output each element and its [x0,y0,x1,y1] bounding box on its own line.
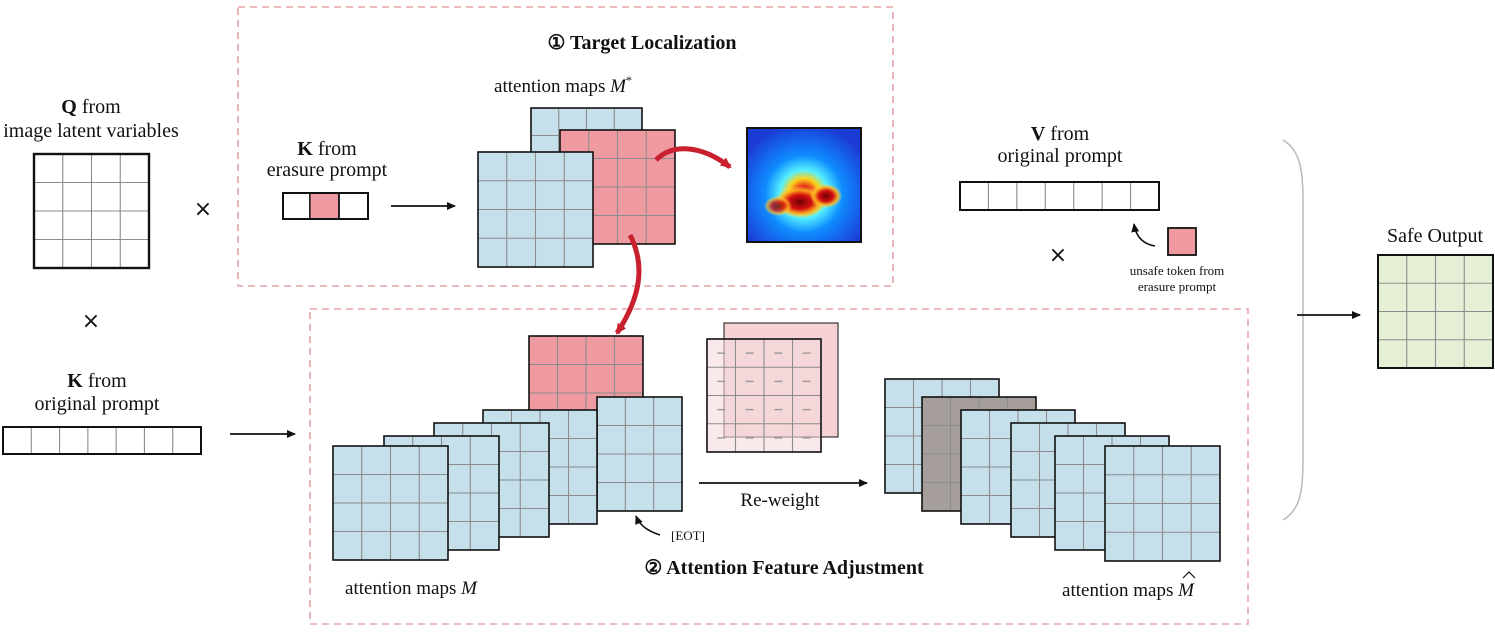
unsafe-token-cell [1167,227,1197,256]
erasure-token-cell [309,192,340,220]
unsafe-token-sublabel: erasure prompt [1138,279,1217,294]
k-erasure-label: K from [297,138,357,160]
times-symbol-q-korig: × [82,309,100,334]
q-input-label: Q from [61,96,121,118]
q-input-sublabel: image latent variables [3,120,179,142]
eot-arrow [635,515,661,536]
attn-map-star-label: attention maps M* [494,73,632,97]
safe-output-matrix [1377,254,1494,369]
stage2-title: ② Attention Feature Adjustment [644,557,924,579]
reweight-label: Re-weight [740,490,820,511]
unsafe-token-arrow [1131,223,1156,247]
v-input-label: V from [1031,123,1090,145]
safe-output-label: Safe Output [1387,225,1484,247]
q-matrix [32,152,151,270]
times-symbol-v: × [1049,243,1067,268]
k-original-sublabel: original prompt [35,393,160,415]
k-original-vector [2,426,202,455]
k-erasure-vector [282,192,369,220]
stage2-map-layer1 [332,445,449,561]
heatmap-image [746,127,862,243]
k-erasure-sublabel: erasure prompt [267,159,388,181]
eot-label: [EOT] [671,528,705,543]
grouping-bracket [1282,139,1304,521]
attn-map-m-label: attention maps M [345,578,478,599]
red-arrow-to-heatmap [654,146,732,169]
red-arrow-to-stage2 [614,233,642,335]
v-input-sublabel: original prompt [998,145,1123,167]
k-original-label: K from [67,370,127,392]
stage1-dashed-box [237,6,894,287]
times-symbol-q-k: × [194,197,212,222]
attn-map-star-front [477,151,594,268]
stage2-dashed-box [309,308,1249,625]
reweight-matrix [706,338,822,453]
attn-map-mhat-label: attention maps M [1062,580,1195,601]
mhat-hat-mark [1182,571,1196,579]
v-vector [959,181,1160,211]
mhat-map-layer6 [1104,445,1221,562]
stage2-eot-map [596,396,683,512]
unsafe-token-label: unsafe token from [1130,263,1225,278]
stage1-title: ① Target Localization [547,32,736,54]
